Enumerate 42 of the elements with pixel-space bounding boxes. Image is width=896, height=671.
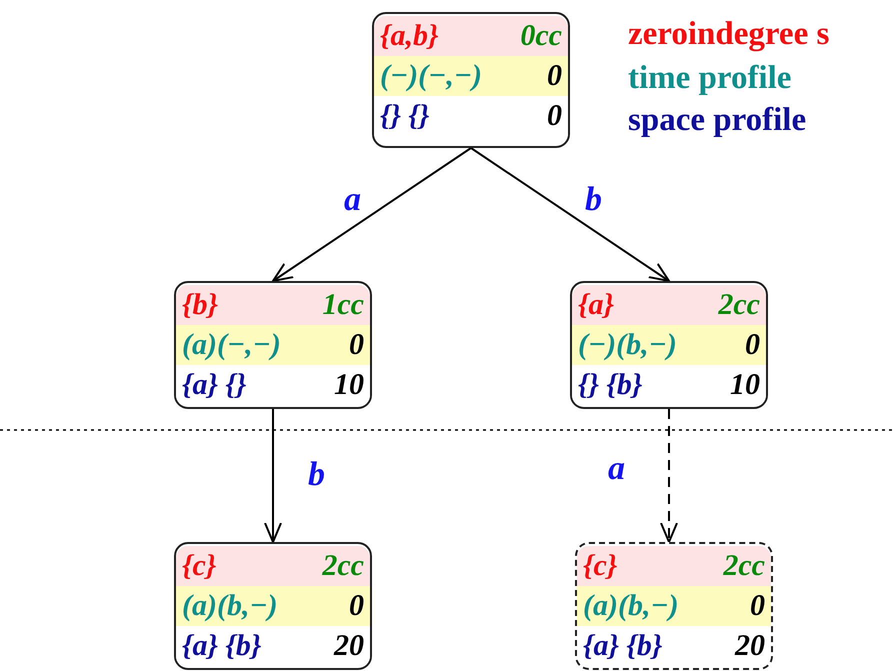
space-value: 20: [334, 631, 364, 661]
set-label: {a,b}: [380, 21, 438, 51]
cost-label: 1cc: [322, 290, 364, 320]
time-profile-text: (−)(−,−): [380, 61, 482, 91]
cost-label: 0cc: [520, 21, 562, 51]
time-profile-text: (a)(−,−): [182, 330, 281, 360]
time-value: 0: [349, 591, 364, 621]
time-profile-text: (a)(b,−): [182, 591, 278, 621]
space-value: 20: [735, 631, 765, 661]
legend-note: space profile: [628, 104, 806, 137]
arrow: [264, 409, 282, 543]
time-profile-text: (−)(b,−): [578, 330, 677, 360]
space-profile-text: {} {}: [380, 101, 430, 131]
time-value: 0: [745, 330, 760, 360]
space-value: 0: [547, 101, 562, 131]
space-profile-text: {a} {}: [182, 370, 246, 400]
set-label: {b}: [182, 290, 218, 320]
state-box: [174, 542, 372, 670]
state-box: [575, 542, 773, 670]
set-label: {c}: [182, 551, 216, 581]
legend-note: time profile: [628, 62, 792, 95]
legend-note: zeroindegree s: [628, 18, 830, 51]
state-box: [174, 281, 372, 409]
state-box: [570, 281, 768, 409]
time-value: 0: [750, 591, 765, 621]
space-profile-text: {a} {b}: [182, 631, 262, 661]
state-box: [372, 12, 570, 148]
time-value: 0: [547, 61, 562, 91]
time-value: 0: [349, 330, 364, 360]
time-profile-text: (a)(b,−): [583, 591, 679, 621]
arrow: [272, 147, 472, 282]
set-label: {c}: [583, 551, 618, 581]
cost-label: 2cc: [718, 290, 760, 320]
space-value: 10: [334, 370, 364, 400]
cost-label: 2cc: [723, 551, 765, 581]
space-value: 10: [730, 370, 760, 400]
set-label: {a}: [578, 290, 614, 320]
arrow: [470, 147, 670, 282]
arrow: [660, 409, 678, 543]
space-profile-text: {a} {b}: [583, 631, 662, 661]
space-profile-text: {} {b}: [578, 370, 642, 400]
cost-label: 2cc: [322, 551, 364, 581]
